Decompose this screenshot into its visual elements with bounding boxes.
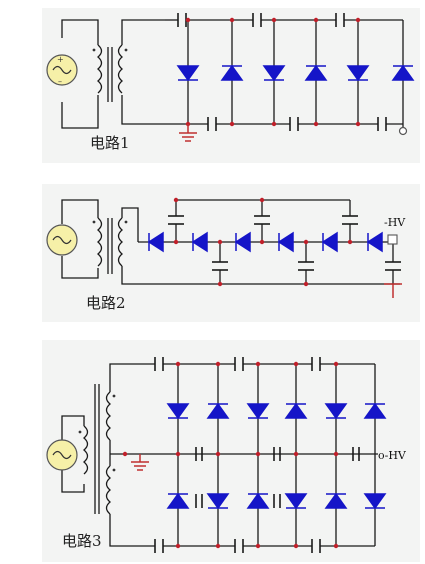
diode-6 [391, 64, 415, 81]
diode-2 [220, 64, 244, 81]
circuit-2-diagram: -HV 电路2 [42, 184, 420, 322]
hv-output-label: -HV [384, 216, 406, 229]
circuit-1-caption: 电路1 [90, 134, 130, 152]
hv-output-label: o-HV [378, 449, 407, 462]
diode-5 [346, 65, 370, 82]
hv-terminal [387, 234, 398, 245]
ac-source-icon [46, 439, 78, 471]
ac-source-icon [46, 224, 78, 256]
svg-text:–: – [58, 77, 62, 86]
circuit-3-caption: 电路3 [62, 532, 102, 550]
diode-4 [304, 64, 328, 81]
svg-text:+: + [57, 55, 64, 64]
ground-icon [131, 454, 149, 471]
circuit-1-panel: + – 电路1 [0, 0, 425, 170]
circuit-3-panel: o-HV 电路3 [0, 334, 425, 564]
circuit-1-diagram: + – 电路1 [42, 8, 420, 163]
circuit-2-caption: 电路2 [86, 294, 126, 312]
ground-icon [179, 124, 197, 142]
ground-icon [384, 283, 402, 298]
diode-3 [262, 65, 286, 82]
circuit-2-panel: -HV 电路2 [0, 178, 425, 326]
ac-source-icon: + – [46, 54, 78, 86]
circuit-3-diagram: o-HV 电路3 [42, 340, 420, 562]
diode-1 [176, 65, 200, 82]
output-terminal [398, 126, 408, 136]
